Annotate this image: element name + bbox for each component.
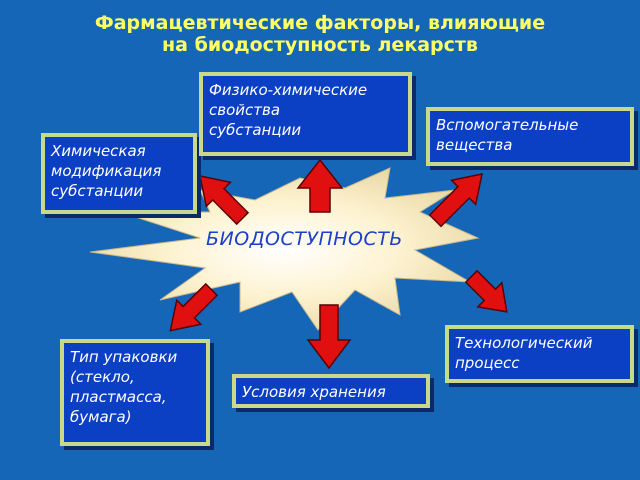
arrow-to-packaging bbox=[169, 282, 219, 332]
starburst-polygon bbox=[89, 167, 480, 331]
factor-box-packaging-type: Тип упаковки (стекло, пластмасса, бумага… bbox=[60, 339, 210, 446]
factor-box-auxiliary-substances: Вспомогательные вещества bbox=[426, 107, 634, 166]
arrow-to-storage bbox=[306, 304, 352, 370]
factor-box-chemical-modification: Химическая модификация субстанции bbox=[41, 133, 197, 214]
factor-box-physchem-properties: Физико-химические свойства субстанции bbox=[199, 72, 412, 156]
arrow-to-chemical bbox=[198, 174, 250, 226]
title-line-2: на биодоступность лекарств bbox=[162, 34, 478, 56]
center-label: БИОДОСТУПНОСТЬ bbox=[206, 228, 403, 250]
arrow-to-auxiliary bbox=[428, 172, 484, 228]
arrow-to-technology bbox=[464, 269, 508, 313]
arrow-to-physchem bbox=[296, 158, 344, 213]
page-title: Фармацевтические факторы, влияющие на би… bbox=[40, 12, 600, 56]
title-line-1: Фармацевтические факторы, влияющие bbox=[94, 12, 546, 34]
factor-box-storage-conditions: Условия хранения bbox=[232, 374, 430, 408]
factor-box-technological-process: Технологический процесс bbox=[445, 325, 634, 383]
